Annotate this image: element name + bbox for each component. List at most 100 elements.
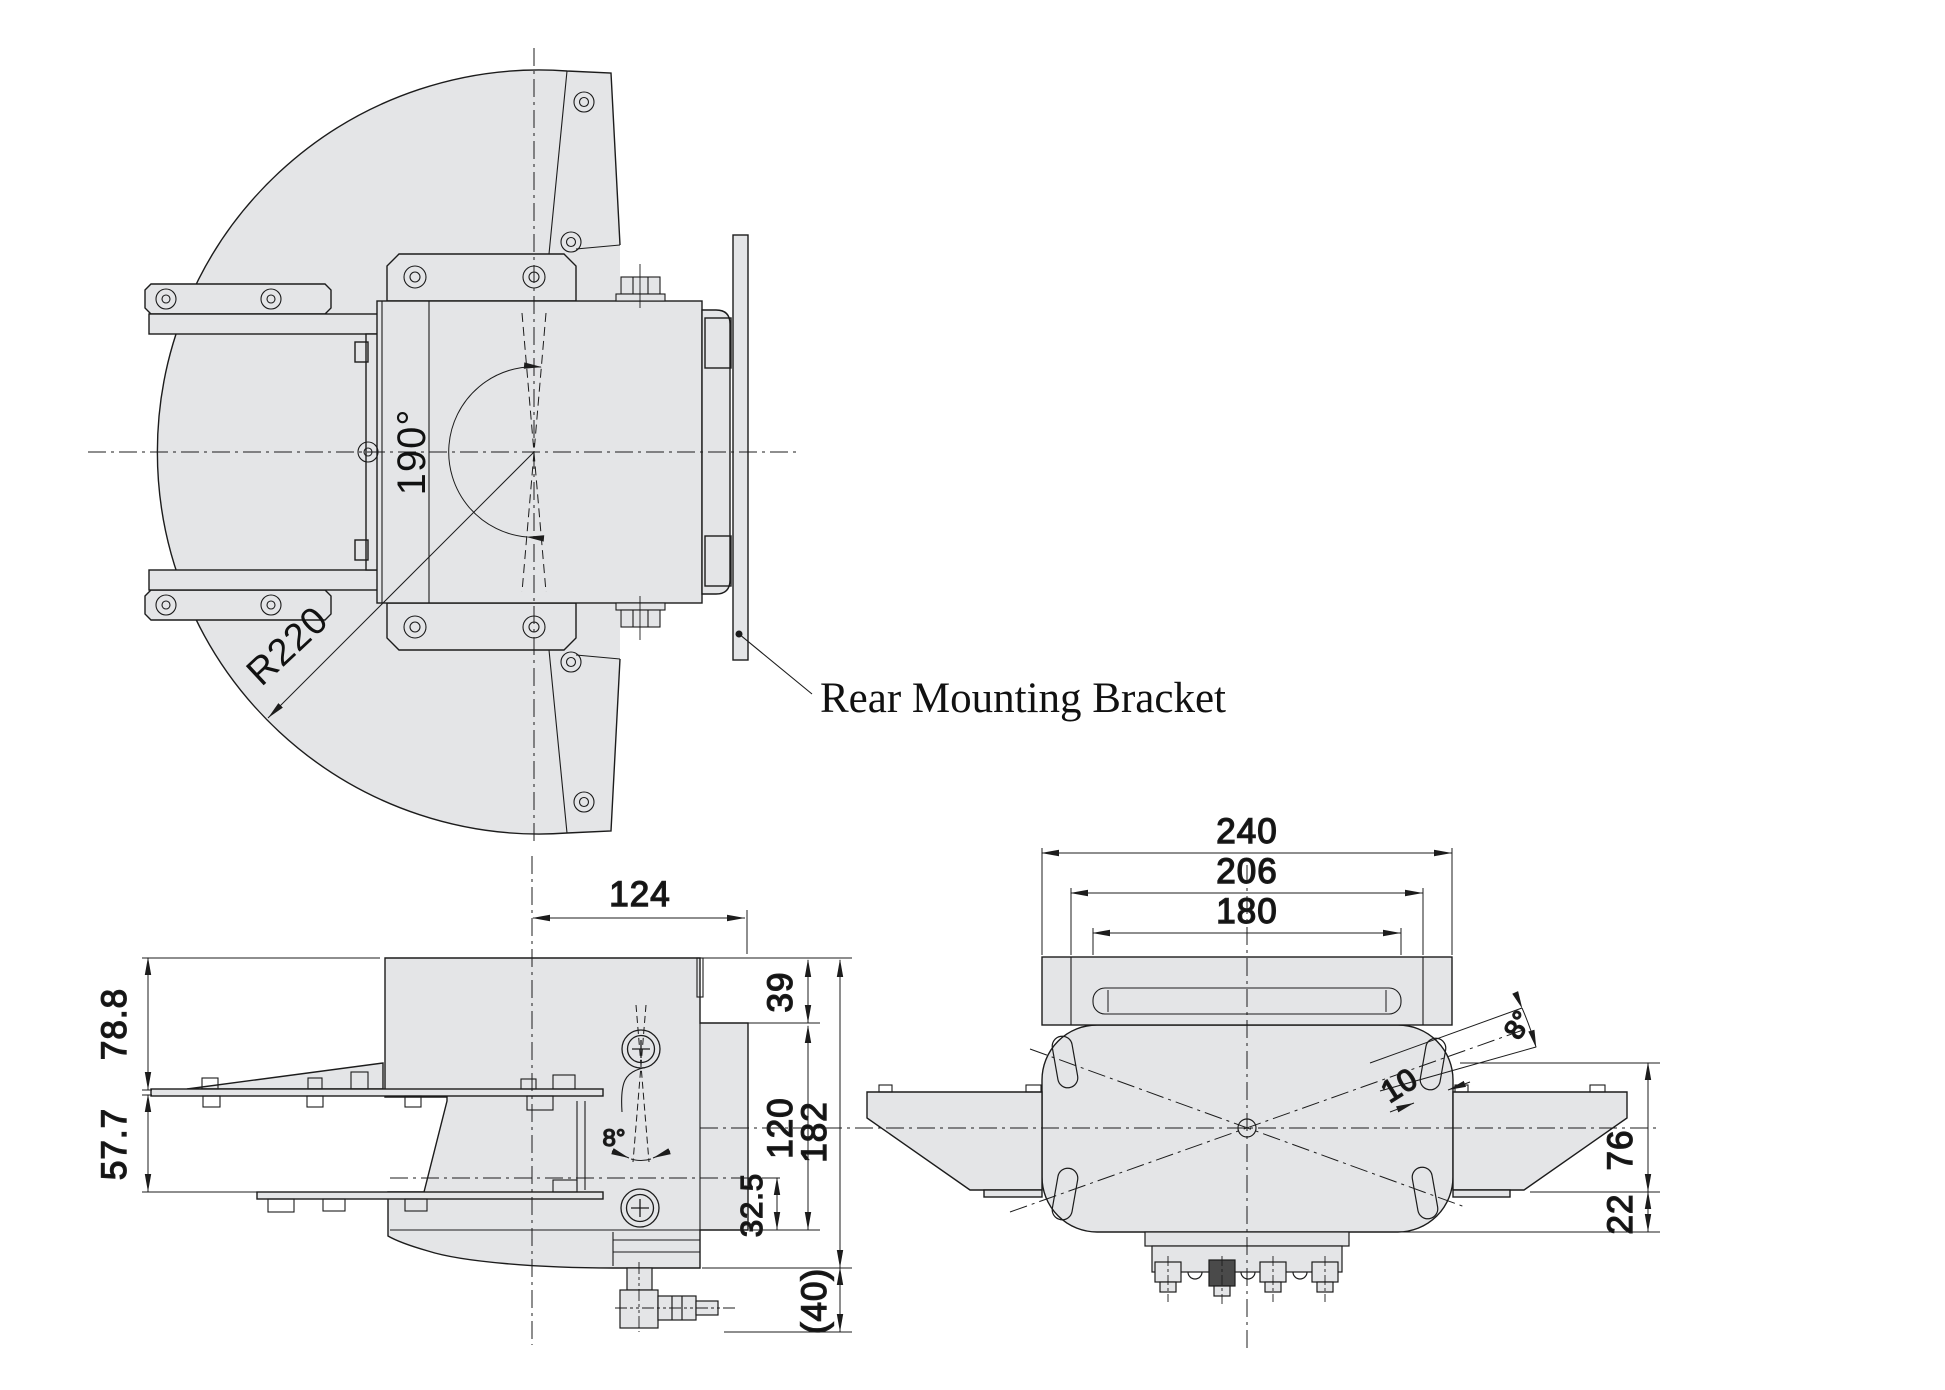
- dim-182: 182: [795, 1101, 834, 1162]
- screw-icon: [155, 288, 177, 310]
- clamp-block: [552, 1179, 578, 1193]
- nut: [322, 1198, 346, 1212]
- nut: [404, 1198, 428, 1212]
- dim-124: 124: [609, 875, 670, 914]
- connector-axes: [1167, 1256, 1326, 1306]
- left-bracket-upper-plate: [144, 283, 332, 315]
- sweep-edge-lines: [548, 70, 621, 834]
- diagonal-construction-line: [1009, 1029, 1524, 1213]
- screw-icon: [565, 236, 577, 248]
- tilt-arc: [630, 1158, 652, 1161]
- screw-icon: [573, 91, 595, 113]
- lower-mounting-plate: [386, 602, 577, 651]
- screw-icon: [565, 656, 577, 668]
- tilt-range-dimension: [611, 1004, 671, 1163]
- pan-range-label: 190°: [390, 409, 434, 496]
- screw-icon: [155, 594, 177, 616]
- screw-icon: [560, 651, 582, 673]
- left-wing-lip: [983, 1189, 1043, 1198]
- bracket-clip: [354, 539, 369, 561]
- screw-icon: [578, 96, 590, 108]
- sweep-extreme-screws: [560, 91, 595, 813]
- annotation-rear-mounting-bracket: Rear Mounting Bracket: [735, 630, 1226, 722]
- bottom-view: 8° 10 240 206 180 76: [700, 811, 1660, 1352]
- hex-bolt-top: [615, 264, 666, 308]
- leader-line: [738, 633, 813, 695]
- bolt-head: [350, 1071, 369, 1090]
- bolt-head: [201, 1077, 219, 1090]
- top-view: 190° R220: [88, 48, 800, 845]
- bolt-head: [520, 1078, 537, 1090]
- right-wing-lip: [1452, 1189, 1511, 1198]
- slot: [1051, 1167, 1079, 1221]
- clamp-hook: [704, 535, 732, 587]
- height-dimensions: [1355, 1062, 1660, 1233]
- width-dimensions: [1041, 848, 1453, 955]
- left-bracket-lower-arm: [148, 569, 381, 591]
- diagonal-construction-line: [1029, 1048, 1466, 1208]
- screw-icon: [578, 796, 590, 808]
- side-dimensions: [142, 910, 852, 1333]
- dim-76: 76: [1601, 1130, 1640, 1171]
- slot: [1051, 1035, 1079, 1089]
- screw-icon: [260, 288, 282, 310]
- angle-line: [1369, 1007, 1523, 1064]
- dim-32-5: 32.5: [734, 1173, 769, 1237]
- side-view: 8°: [94, 856, 852, 1345]
- dim-arrow: [1389, 1102, 1415, 1113]
- clamp-hook: [704, 317, 732, 369]
- screw-icon: [409, 271, 421, 283]
- dim-78-8: 78.8: [95, 988, 134, 1060]
- dim-57-7: 57.7: [95, 1108, 134, 1180]
- elbow-connector: [615, 1262, 735, 1332]
- left-bracket-upper-arm: [148, 313, 381, 335]
- upper-wing-plate: [150, 1088, 604, 1097]
- bolt-head: [552, 1074, 576, 1090]
- bolt-head: [1454, 1084, 1469, 1093]
- dim-240: 240: [1216, 812, 1277, 851]
- slot-angle-label: 8°: [1498, 1005, 1538, 1044]
- screw-icon: [403, 615, 427, 639]
- screw-icon: [260, 594, 282, 616]
- dim-120: 120: [761, 1097, 800, 1158]
- upper-mounting-plate: [386, 253, 577, 302]
- hex-bolt-bottom: [615, 596, 666, 640]
- dim-arrow: [1447, 1080, 1471, 1091]
- adjustment-slots: [1051, 1035, 1447, 1221]
- top-tab: [696, 957, 704, 998]
- slot-width-dimension: [1389, 1080, 1471, 1113]
- dim-180: 180: [1216, 892, 1277, 931]
- upper-wing-hardware: [201, 1071, 576, 1111]
- dim-206: 206: [1216, 852, 1277, 891]
- lower-wing-hardware: [267, 1179, 578, 1213]
- bolt-head: [878, 1084, 893, 1093]
- screw-icon: [625, 1193, 655, 1223]
- screw-icon: [573, 791, 595, 813]
- screw-icon: [403, 265, 427, 289]
- rear-bracket-plate: [732, 234, 749, 661]
- side-body-silhouette: [384, 957, 749, 1269]
- rear-mounting-bracket-label: Rear Mounting Bracket: [820, 675, 1226, 722]
- bolt-head: [620, 609, 661, 628]
- radius-line: [267, 451, 535, 719]
- bolt-head: [1025, 1084, 1042, 1093]
- bolt-head: [307, 1077, 323, 1090]
- bolt-head: [1589, 1084, 1606, 1093]
- left-wing: [866, 1091, 1043, 1191]
- screw-icon: [161, 294, 171, 304]
- trunnion-screw-lower: [620, 1188, 660, 1228]
- dim-39: 39: [761, 972, 800, 1013]
- dim-40: (40): [795, 1268, 834, 1334]
- nut: [267, 1198, 295, 1213]
- tilt-limit-line: [635, 1004, 650, 1163]
- screw-icon: [266, 600, 276, 610]
- upper-wing-wedge: [186, 1062, 384, 1090]
- screw-icon: [560, 231, 582, 253]
- angle-line: [1379, 1046, 1537, 1092]
- nut: [404, 1095, 422, 1108]
- screw-icon: [266, 294, 276, 304]
- lower-wing-plate: [256, 1191, 604, 1200]
- slot: [1411, 1166, 1439, 1220]
